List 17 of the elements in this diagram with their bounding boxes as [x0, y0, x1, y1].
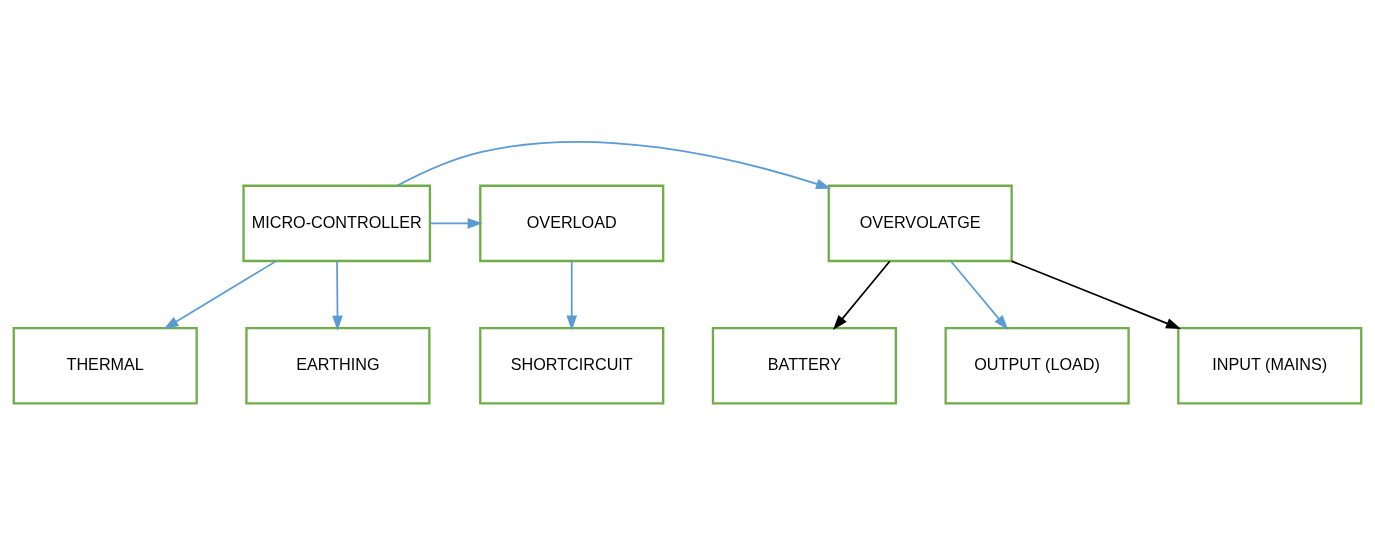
arrow — [1010, 259, 1182, 329]
arrow — [566, 259, 577, 331]
node-box: MICRO-CONTROLLER — [242, 184, 432, 262]
node-box: INPUT (MAINS) — [1177, 326, 1363, 405]
arrow — [950, 259, 1009, 330]
node-box: OVERVOLATGE — [827, 184, 1013, 262]
node-box: OVERLOAD — [479, 184, 665, 262]
arrow — [163, 259, 278, 329]
node-box: SHORTCIRCUIT — [479, 326, 665, 405]
arrow — [396, 140, 832, 189]
arrow — [832, 259, 891, 330]
node-box: THERMAL — [12, 326, 198, 405]
arrow — [332, 259, 343, 331]
node-box: BATTERY — [711, 326, 898, 405]
node-box: OUTPUT (LOAD) — [944, 326, 1130, 405]
node-box: EARTHING — [245, 326, 431, 405]
arrow — [429, 217, 483, 229]
